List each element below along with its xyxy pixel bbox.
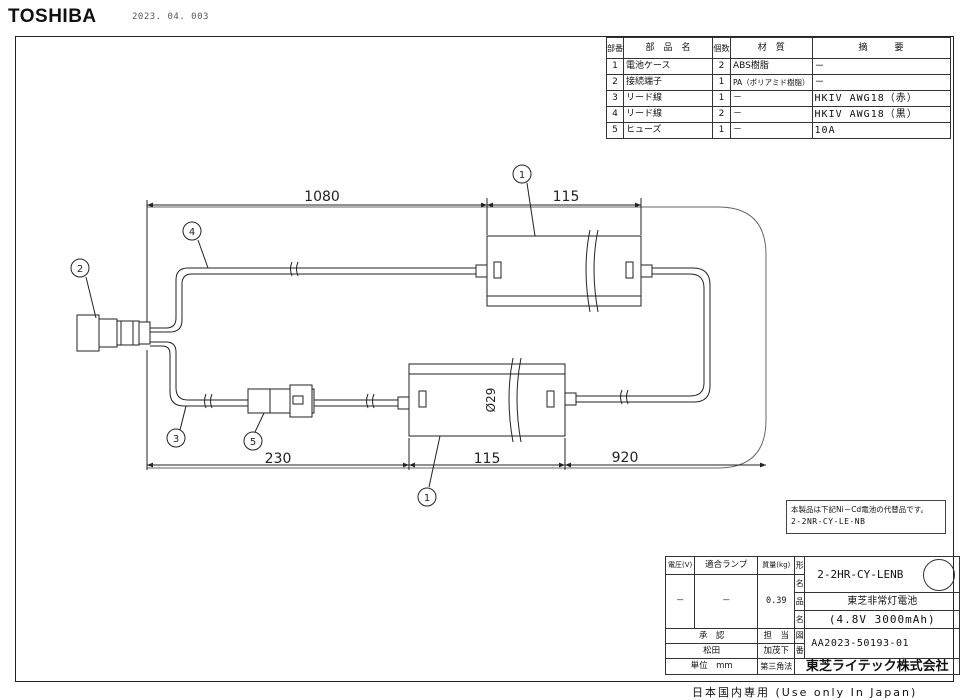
approve-label: 承 認	[664, 628, 759, 644]
lead-wire-bottom	[150, 341, 248, 401]
title-block-row: 承 認 担 当 図 AA2023-50193-01	[664, 628, 961, 659]
dim-920: 920	[612, 450, 639, 466]
callout-2: 2	[77, 264, 83, 275]
document-number: 2023. 04. 003	[132, 12, 209, 22]
connector-terminal	[76, 314, 151, 352]
callout-5: 5	[250, 437, 256, 448]
label-name: 名	[794, 574, 806, 593]
battery-case-bottom	[408, 363, 566, 437]
callout-3: 3	[173, 434, 179, 445]
mass-value: 0.39	[757, 574, 796, 629]
label-item: 品	[794, 592, 806, 611]
callout-circle-3	[166, 428, 186, 448]
dim-diameter: Ø29	[484, 388, 498, 413]
part-qty: 1	[712, 74, 731, 91]
dim-115-bottom: 115	[474, 451, 501, 467]
table-row: 5 ヒューズ 1 － 10A	[606, 122, 951, 139]
callout-circle-2	[70, 258, 90, 278]
drawing-number: AA2023-50193-01	[804, 628, 961, 659]
dim-230: 230	[265, 451, 292, 467]
callout-circle-5	[243, 431, 263, 451]
callout-4: 4	[189, 227, 195, 238]
model-cell: 2-2HR-CY-LENB	[804, 556, 961, 593]
parts-table: 部番 部 品 名 個数 材 質 摘 要 1 電池ケース 2 ABS樹脂 － 2 …	[606, 37, 951, 139]
mass-header: 質量(kg)	[757, 556, 796, 575]
dim-1080: 1080	[304, 189, 340, 205]
part-qty: 2	[712, 106, 731, 123]
lamp-header: 適合ランプ	[694, 556, 759, 575]
callout-1-top: 1	[519, 170, 525, 181]
approver-name: 松田	[664, 643, 759, 659]
lead-wire-top	[150, 267, 487, 329]
callout-1-bottom: 1	[424, 493, 430, 504]
product-name-2: (4.8V 3000mAh)	[804, 610, 961, 629]
lead-wire-loop	[575, 267, 711, 403]
callout-circle-1-top	[512, 164, 532, 184]
part-qty: 1	[712, 90, 731, 107]
model-number: 2-2HR-CY-LENB	[817, 568, 904, 581]
part-qty: 1	[712, 122, 731, 139]
product-name-1: 東芝非常灯電池	[804, 592, 961, 611]
label-name-2: 名	[794, 610, 806, 629]
drawing-frame	[15, 36, 954, 682]
person-in-charge: 加茂下	[757, 643, 796, 659]
voltage-value: －	[664, 574, 696, 629]
table-row: 3 リード線 1 － HKIV AWG18（赤）	[606, 90, 951, 107]
part-material: －	[730, 122, 813, 139]
title-block-row: 名 (4.8V 3000mAh)	[666, 610, 961, 629]
lamp-value: －	[694, 574, 759, 629]
title-block-row: 松田 加茂下 番	[664, 643, 960, 659]
note-line-2: 2-2NR-CY-LE-NB	[791, 517, 866, 526]
label-num: 番	[794, 643, 806, 659]
revision-circle	[923, 559, 956, 591]
domestic-use-note: 日本国内専用 (Use only In Japan)	[692, 686, 918, 699]
part-remarks: 10A	[811, 122, 951, 139]
projection-method: 第三角法	[757, 658, 796, 675]
title-block-row: － － 0.39 名	[664, 574, 960, 629]
label-fig: 図	[794, 628, 806, 644]
note-line-1: 本製品は下記Ni－Cd電池の代替品です。	[791, 505, 928, 514]
title-block-row: 品 東芝非常灯電池	[666, 592, 961, 611]
title-block: 電圧(V) 適合ランプ 質量(kg) 形 2-2HR-CY-LENB － － 0…	[664, 556, 961, 675]
break-marks	[204, 229, 629, 443]
callout-circle-1-bottom	[417, 487, 437, 507]
title-block-row: 単位 mm 第三角法 東芝ライテック株式会社	[664, 658, 961, 675]
voltage-header: 電圧(V)	[664, 556, 696, 575]
table-row: 1 電池ケース 2 ABS樹脂 －	[606, 58, 951, 75]
dim-115-top: 115	[553, 189, 580, 205]
toshiba-logo: TOSHIBA	[8, 6, 97, 27]
company-name: 東芝ライテック株式会社	[794, 658, 961, 675]
label-form: 形	[794, 556, 806, 575]
unit-label: 単位 mm	[664, 658, 759, 675]
callout-circle-4	[182, 221, 202, 241]
charge-label: 担 当	[757, 628, 796, 644]
title-block-row: 電圧(V) 適合ランプ 質量(kg) 形 2-2HR-CY-LENB	[664, 556, 961, 593]
substitute-note: 本製品は下記Ni－Cd電池の代替品です。 2-2NR-CY-LE-NB	[786, 500, 946, 534]
